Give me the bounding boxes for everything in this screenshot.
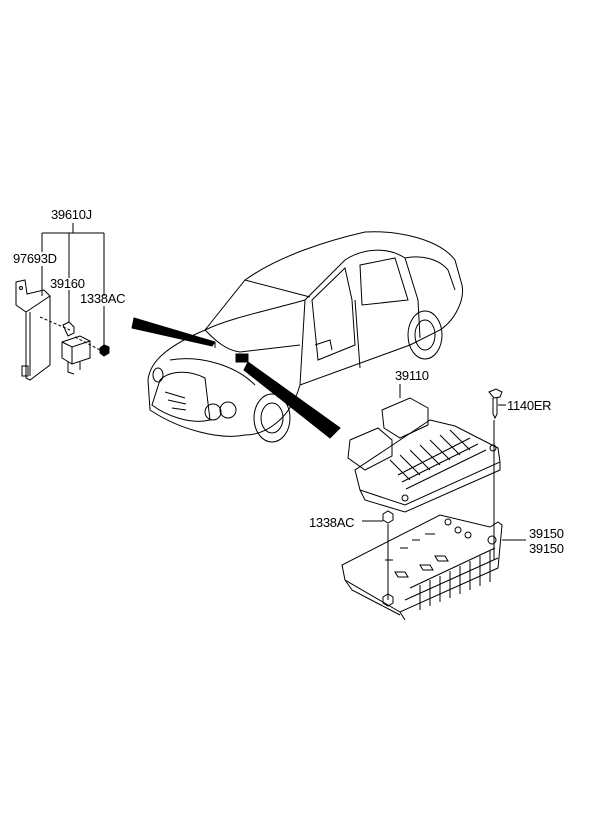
part-label-39160: 39160 (50, 276, 85, 291)
part-label-39150-1: 39150 (529, 526, 564, 541)
relay-part (61, 321, 91, 375)
pointer-arrows (131, 317, 341, 439)
nut-left-part (99, 344, 110, 357)
car-illustration (147, 231, 464, 443)
bolt-part (488, 388, 506, 560)
cover-part (341, 514, 526, 621)
bracket-part (15, 279, 51, 381)
part-label-1338AC-left: 1338AC (80, 291, 126, 306)
ecu-part (347, 384, 501, 513)
part-label-39610J: 39610J (51, 207, 92, 222)
part-label-97693D: 97693D (13, 251, 57, 266)
nut-right-part (362, 510, 394, 607)
leader-lines-left (39, 223, 105, 351)
part-label-39150-2: 39150 (529, 541, 564, 556)
part-label-39110: 39110 (395, 368, 429, 383)
part-label-1140ER: 1140ER (507, 398, 552, 413)
part-label-1338AC-right: 1338AC (309, 515, 355, 530)
